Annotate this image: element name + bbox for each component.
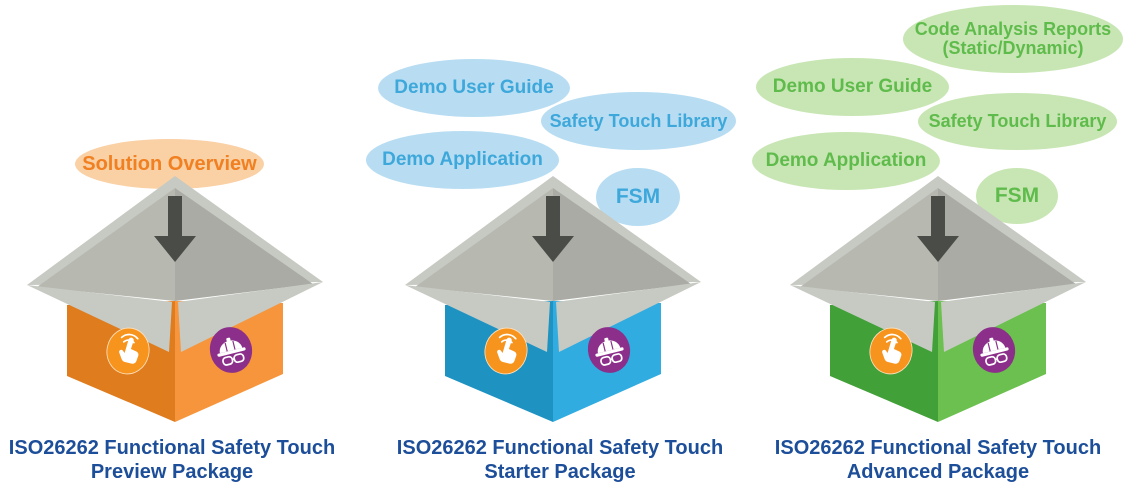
caption-preview-package: ISO26262 Functional Safety Touch Preview… — [0, 436, 372, 484]
bubble-label-line1: Code Analysis Reports — [914, 19, 1112, 40]
caption-line2: Starter Package — [484, 461, 636, 483]
down-arrow-icon — [154, 196, 196, 262]
box-interior-left — [800, 188, 938, 301]
bubble-label: FSM — [994, 183, 1040, 207]
open-box-preview — [27, 176, 323, 422]
box-interior-right — [938, 188, 1076, 301]
box-interior-right — [553, 188, 691, 301]
box-interior-left — [37, 188, 175, 301]
bubble-label: Demo Application — [765, 150, 927, 172]
bubble-label: Solution Overview — [82, 152, 257, 175]
box-front-flap-right — [941, 282, 1086, 352]
box-interior-right — [175, 188, 313, 301]
caption-line2: Advanced Package — [846, 461, 1030, 483]
caption-line2: Preview Package — [90, 461, 254, 483]
down-arrow-icon — [917, 196, 959, 262]
bubble-demo-user-guide: Demo User Guide — [756, 58, 949, 116]
safety-helmet-icon — [972, 327, 1016, 373]
safety-helmet-icon — [587, 327, 631, 373]
bubble-demo-user-guide: Demo User Guide — [378, 59, 570, 117]
bubble-code-analysis-reports: Code Analysis Reports (Static/Dynamic) — [903, 5, 1123, 73]
touch-icon — [484, 327, 528, 375]
bubble-label: Safety Touch Library — [928, 111, 1107, 132]
open-box-advanced — [790, 176, 1086, 422]
bubble-label-line2: (Static/Dynamic) — [942, 38, 1084, 58]
bubble-label: Demo User Guide — [394, 77, 554, 99]
bubble-label: FSM — [615, 184, 661, 208]
caption-starter-package: ISO26262 Functional Safety Touch Starter… — [360, 436, 760, 484]
caption-line1: ISO26262 Functional Safety Touch — [8, 437, 336, 459]
bubble-label: Demo User Guide — [772, 76, 933, 98]
touch-icon — [106, 327, 150, 375]
caption-advanced-package: ISO26262 Functional Safety Touch Advance… — [738, 436, 1138, 484]
bubble-demo-application: Demo Application — [752, 132, 940, 190]
bubble-label: Demo Application — [382, 149, 543, 171]
caption-line1: ISO26262 Functional Safety Touch — [774, 437, 1102, 459]
box-interior-left — [415, 188, 553, 301]
box-front-flap-right — [556, 282, 701, 352]
bubble-demo-application: Demo Application — [366, 131, 559, 189]
safety-helmet-icon — [209, 327, 253, 373]
bubble-safety-touch-library: Safety Touch Library — [541, 92, 736, 150]
down-arrow-icon — [532, 196, 574, 262]
bubble-safety-touch-library: Safety Touch Library — [918, 93, 1117, 150]
touch-icon — [869, 327, 913, 375]
box-front-flap-right — [178, 282, 323, 352]
bubble-fsm: FSM — [596, 168, 680, 226]
caption-line1: ISO26262 Functional Safety Touch — [396, 437, 724, 459]
open-box-starter — [405, 176, 701, 422]
bubble-label: Safety Touch Library — [549, 110, 728, 131]
